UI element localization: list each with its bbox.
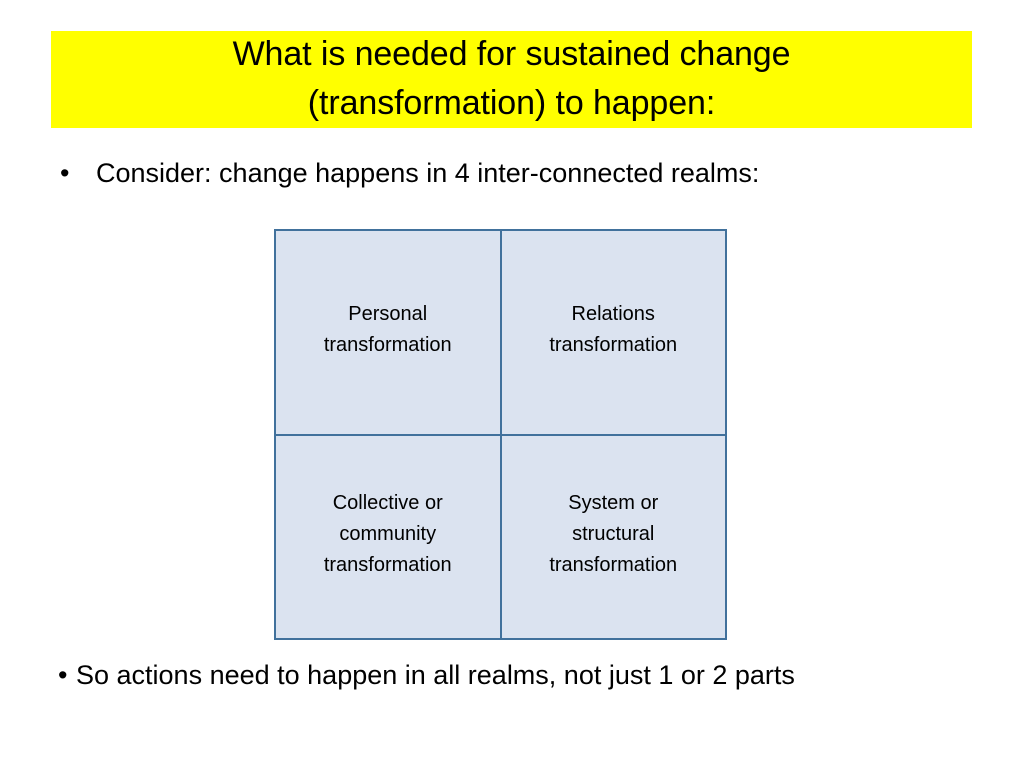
bullet-bottom-text: So actions need to happen in all realms,… xyxy=(76,660,795,690)
bullet-item-top: • Consider: change happens in 4 inter-co… xyxy=(60,155,960,191)
quadrant-relations-transformation: Relations transformation xyxy=(500,229,727,435)
quadrant-personal-transformation: Personal transformation xyxy=(274,229,501,435)
title-highlight-band xyxy=(51,31,972,128)
quadrant-collective-label: Collective or community transformation xyxy=(323,492,452,577)
quadrant-collective-transformation: Collective or community transformation xyxy=(274,434,501,640)
bullet-marker-icon: • xyxy=(60,158,70,188)
bullet-marker-icon: • xyxy=(58,660,68,690)
slide-title: What is needed for sustained change (tra… xyxy=(232,35,791,122)
quadrant-personal-label: Personal transformation xyxy=(323,303,452,357)
quadrant-system-transformation: System or structural transformation xyxy=(500,434,727,640)
quadrant-system-label: System or structural transformation xyxy=(549,492,678,577)
bullet-item-bottom: • So actions need to happen in all realm… xyxy=(58,657,998,693)
realms-quadrant-matrix: Personal transformation Relations transf… xyxy=(274,229,727,640)
bullet-top-text: Consider: change happens in 4 inter-conn… xyxy=(96,158,760,188)
quadrant-relations-label: Relations transformation xyxy=(549,303,678,357)
